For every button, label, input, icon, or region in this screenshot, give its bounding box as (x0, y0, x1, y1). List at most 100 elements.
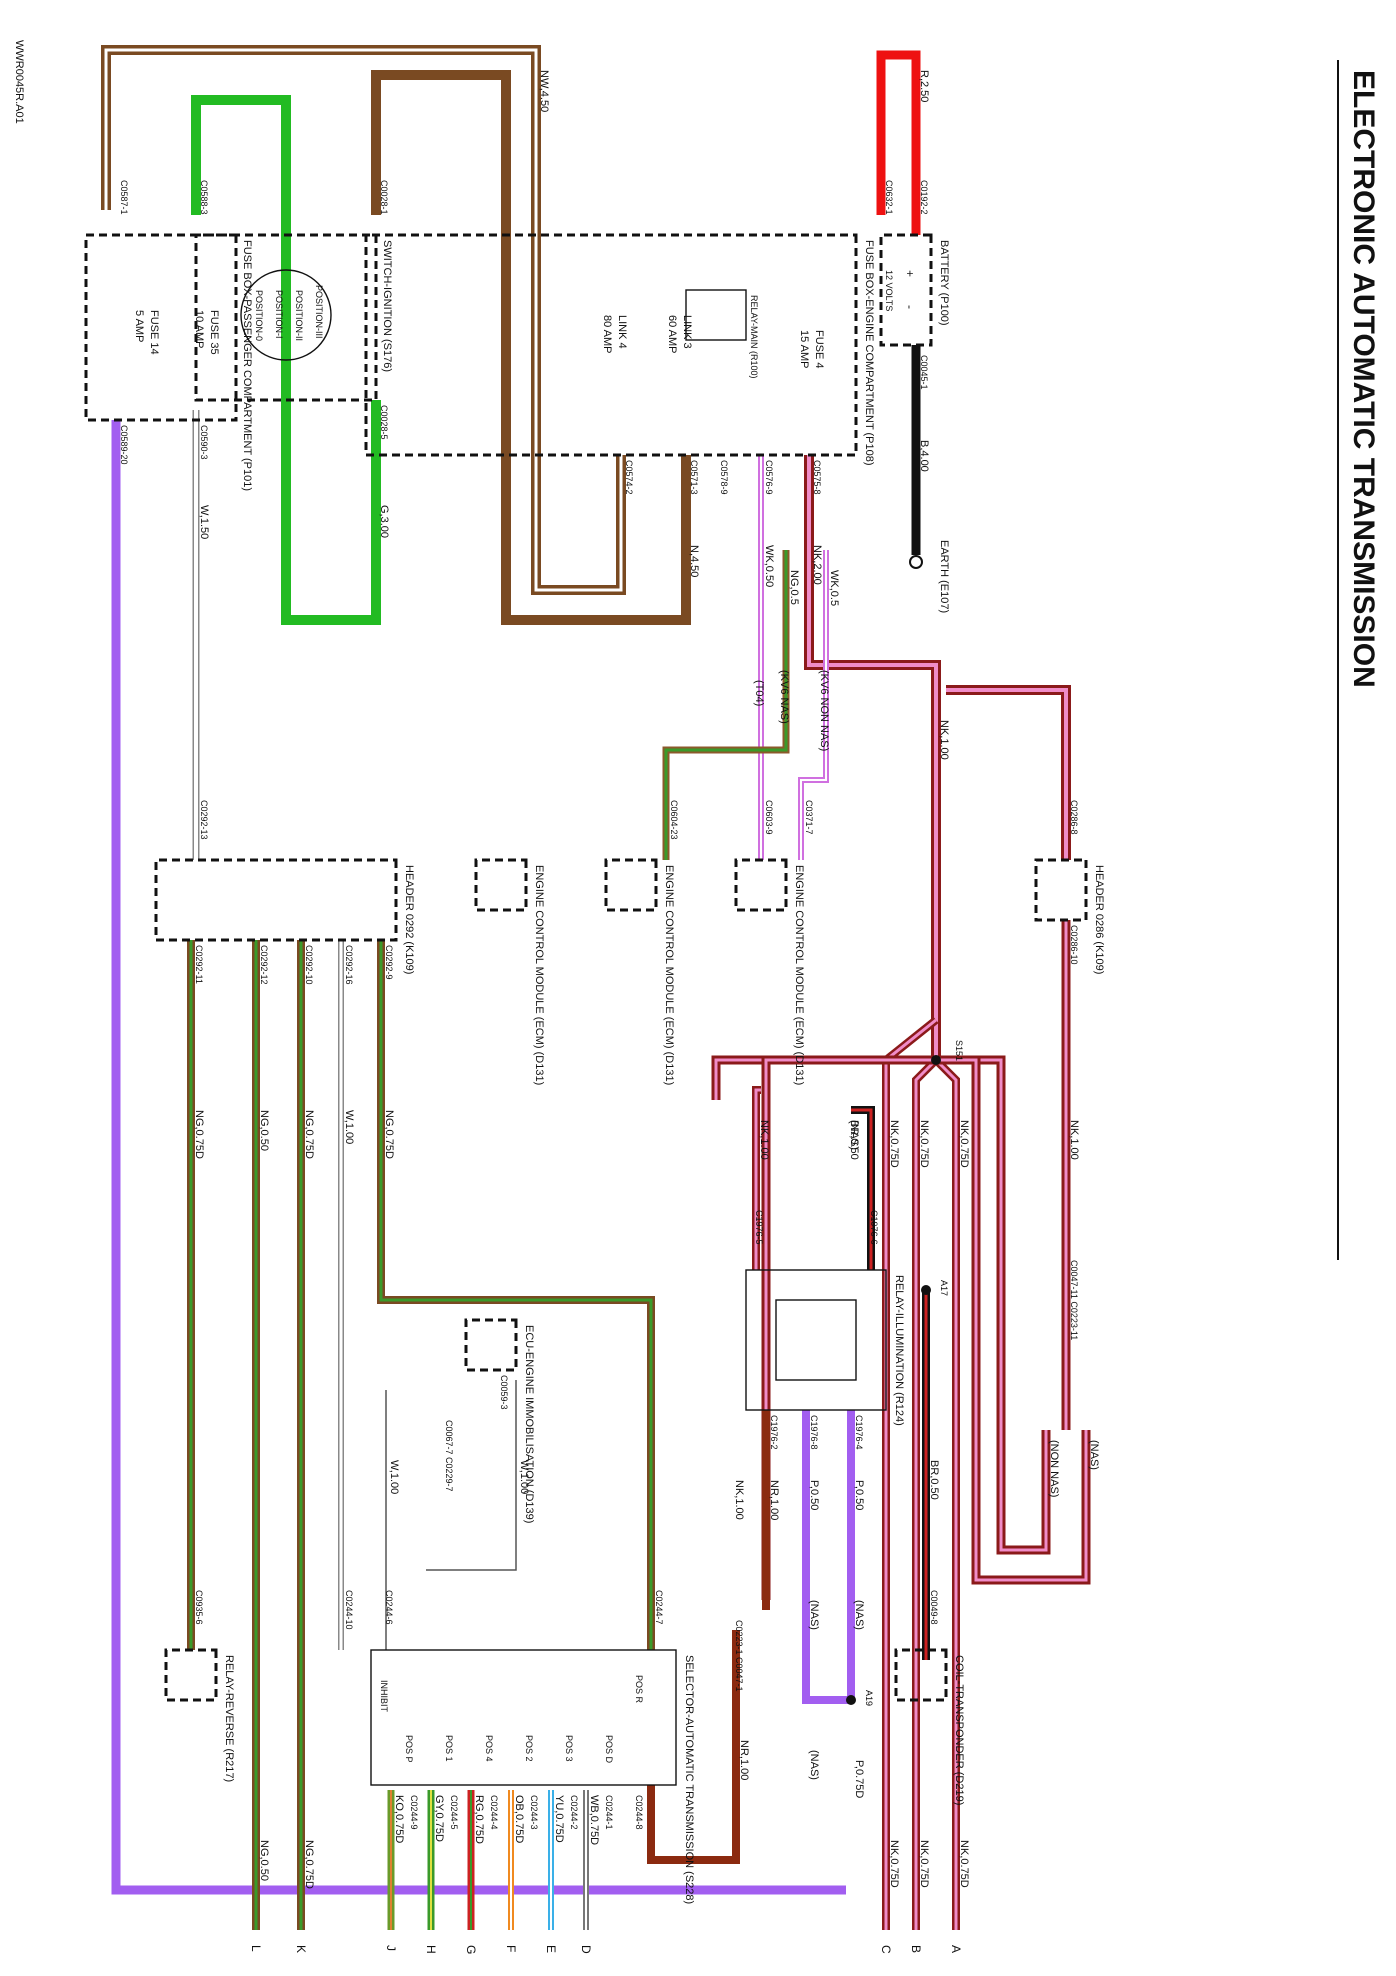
terminal-h: H (424, 1945, 438, 1954)
switch-ignition-label: SWITCH-IGNITION (S176) (381, 240, 393, 372)
fuse-box-passenger-label: FUSE BOX-PASSENGER COMPARTMENT (P101) (241, 240, 253, 491)
wl-nk075d: NK,0.75D (958, 1840, 970, 1888)
cl-c0244-1: C0244-1 (604, 1795, 614, 1830)
note-kv6-nonnas: (KV6 NON NAS) (818, 670, 830, 751)
link3-amp: 60 AMP (666, 315, 678, 354)
ecm-box-2b (604, 858, 658, 912)
fuse4-label: FUSE 4 (813, 330, 825, 369)
relay-illumination-label: RELAY-ILLUMINATION (R124) (893, 1275, 905, 1426)
cl-c0603-9: C0603-9 (764, 800, 774, 835)
cl-c0244-2: C0244-2 (569, 1795, 579, 1830)
wire-w100-ecu (426, 1380, 517, 1571)
terminal-e: E (544, 1945, 558, 1953)
selector-inhibit: INHIBIT (379, 1680, 389, 1713)
wire-nk100-header-stripe (946, 688, 1068, 860)
note-nas-1: (NAS) (1088, 1440, 1100, 1470)
fuse35-label: FUSE 35 (208, 310, 220, 355)
wire-p050-relay2 (802, 1410, 851, 1704)
ecm-label-1: ENGINE CONTROL MODULE (ECM) (D131) (793, 865, 805, 1085)
wl-p050b: P,0.50 (808, 1480, 820, 1510)
cl-c0244-8: C0244-8 (634, 1795, 644, 1830)
ignition-dial (240, 269, 332, 361)
doc-ref: WWR0045R.A01 (13, 40, 25, 124)
cl-c0587-1: C0587-1 (119, 180, 129, 215)
note-nas-5: (NAS) (808, 1750, 820, 1780)
cl-c0028-1: C0028-1 (379, 180, 389, 215)
wl-ng050: NG,0.50 (258, 1110, 270, 1151)
battery-label: BATTERY (P100) (938, 240, 950, 326)
relay-reverse-label: RELAY-REVERSE (R217) (223, 1655, 235, 1782)
wl-nw450: NW,4.50 (538, 70, 550, 112)
wire-purple-fuse14 (111, 420, 846, 1895)
wire-to-B-s (914, 1058, 938, 1930)
cl-c0244-4: C0244-4 (489, 1795, 499, 1830)
wl-nr100b: NR,1.00 (738, 1740, 750, 1780)
cl-c0604-23: C0604-23 (669, 800, 679, 840)
cl-c0045-1: C0045-1 (919, 355, 929, 390)
wl-p050: P,0.50 (853, 1480, 865, 1510)
note-t4: (T04) (753, 680, 765, 706)
cl-c0589-20: C0589-20 (119, 425, 129, 465)
cl-c0292-11: C0292-11 (194, 945, 204, 984)
note-kv6-nas: (KV6 NAS) (778, 670, 790, 724)
wire-nk200-stripe (807, 455, 938, 1060)
ecm-label-3: ENGINE CONTROL MODULE (ECM) (D131) (533, 865, 545, 1085)
selector-positions: POS R POS D POS 3 POS 2 POS 4 POS 1 POS … (379, 1675, 644, 1764)
fuse4-amp: 15 AMP (798, 330, 810, 369)
wl-ng075b: NG,0.75D (303, 1110, 315, 1159)
cl-c0223-1: C0223-1 C0047-1 (734, 1620, 744, 1692)
cl-c0059-3: C0059-3 (499, 1375, 509, 1410)
ecm-box-3 (474, 858, 528, 912)
header-0292 (154, 858, 398, 942)
splice-a19-label: A19 (864, 1690, 874, 1706)
wire-nk100-relay-s (754, 1088, 761, 1270)
selector-pos-4: POS 4 (484, 1735, 494, 1762)
wl-g300: G,3.00 (378, 505, 390, 538)
wire-to-A-s (934, 1058, 958, 1930)
wire-red-battery (876, 50, 921, 235)
splice-a17 (921, 1285, 931, 1295)
cl-c1976-8: C1976-8 (809, 1415, 819, 1450)
wire-ng075-c02929-s (379, 940, 653, 1650)
ecm-box-1 (734, 858, 788, 912)
selector-pos-1: POS 1 (444, 1735, 454, 1762)
terminal-c: C (879, 1945, 893, 1954)
battery-box (879, 233, 933, 347)
link3-label: LINK 3 (681, 315, 693, 349)
wl-b400: B,4.00 (918, 440, 930, 472)
battery-minus: - (903, 305, 917, 309)
splice-s151 (931, 1055, 941, 1065)
wl-wb075: WB,0.75D (588, 1795, 600, 1845)
splice-a17-label: A17 (939, 1280, 949, 1296)
wl-ng075c: NG,0.75D (193, 1110, 205, 1159)
coil-transponder-label: COIL-TRANSPONDER (D219) (953, 1655, 965, 1805)
cl-c1976-2: C1976-2 (769, 1415, 779, 1450)
wire-nas-upper-s (764, 1058, 1088, 1600)
terminal-a: A (949, 1945, 963, 1953)
wl-nk075a: NK,0.75D (958, 1120, 970, 1168)
selector-label: SELECTOR-AUTOMATIC TRANSMISSION (S228) (683, 1655, 695, 1904)
link4-label: LINK 4 (616, 315, 628, 349)
wl-ng050b: NG,0.50 (258, 1840, 270, 1881)
main-relay (685, 289, 747, 341)
ignition-pos2: POSITION-II (294, 290, 304, 341)
cl-c0244-9: C0244-9 (409, 1795, 419, 1830)
fuse-box-passenger (84, 233, 238, 422)
wl-ng075d: NG,0.75D (303, 1840, 315, 1889)
wl-nk075c: NK,0.75D (888, 1120, 900, 1168)
wire-ng05-s (664, 550, 788, 860)
cl-c1976-5: C1976-5 (754, 1210, 764, 1245)
cl-c0192-2: C0192-2 (919, 180, 929, 215)
header-0286 (1034, 858, 1088, 922)
switch-ignition-box (194, 233, 378, 402)
wl-nk100d: NK,1.00 (733, 1480, 745, 1520)
cl-c0244-10: C0244-10 (344, 1590, 354, 1630)
wl-rg075: RG,0.75D (473, 1795, 485, 1844)
note-nonnas: (NON NAS) (1048, 1440, 1060, 1497)
wl-ko075: KO,0.75D (393, 1795, 405, 1843)
cl-c0935-6: C0935-6 (194, 1590, 204, 1625)
fuse-box-engine-label: FUSE BOX-ENGINE COMPARTMENT (P108) (863, 240, 875, 466)
wire-wk05-s (800, 550, 827, 860)
ecu-immob-box (464, 1318, 518, 1372)
